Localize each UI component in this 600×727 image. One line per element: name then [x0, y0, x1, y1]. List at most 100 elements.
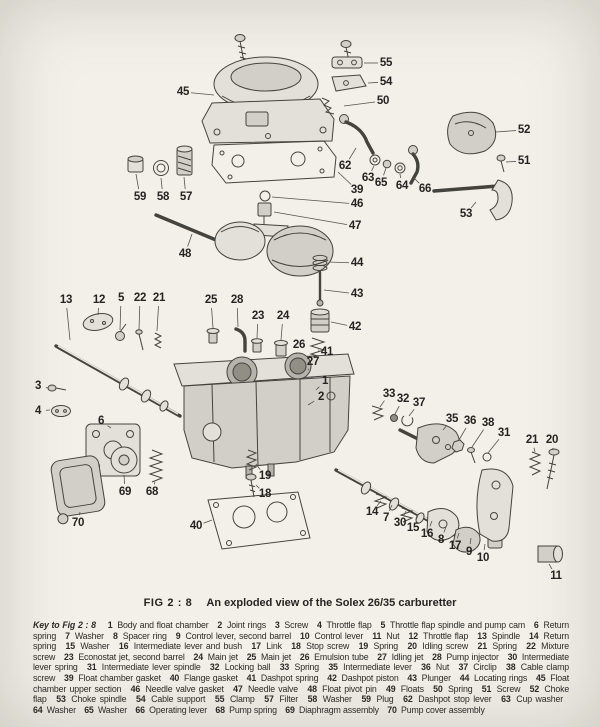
callout-number: 43 — [350, 288, 364, 300]
key-entry: 51 Screw — [481, 683, 521, 694]
intermediate-lever-cluster — [371, 405, 492, 464]
key-entry: 65 Washer — [84, 704, 128, 715]
callout-number: 68 — [145, 486, 159, 498]
choke-spindle-group — [432, 179, 513, 221]
key-entry: 48 Float pivot pin — [307, 683, 377, 694]
key-entry: 49 Floats — [385, 683, 424, 694]
callout-number: 8 — [437, 534, 445, 546]
key-entry: 5 Throttle flap spindle and pump cam — [380, 620, 526, 630]
callout-number: 7 — [382, 512, 390, 524]
key-entry: 59 Plug — [361, 694, 394, 705]
figure-number: FIG 2 : 8 — [143, 597, 193, 609]
key-entry: 8 Spacer ring — [112, 630, 167, 641]
callout-number: 40 — [189, 520, 203, 532]
key-entry: 52 Choke flap — [33, 683, 570, 705]
parts-key: Key to Fig 2 : 8 1 Body and float chambe… — [33, 620, 569, 715]
pump-cover-group — [50, 423, 164, 525]
float-chamber-gasket — [211, 140, 337, 184]
callout-number: 14 — [365, 506, 379, 518]
callout-number: 41 — [320, 346, 334, 358]
key-entry: 9 Control lever, second barrel — [175, 630, 292, 641]
carburetter-body — [173, 352, 355, 479]
stop-screw-group — [245, 449, 258, 498]
figure-title: An exploded view of the Solex 26/35 carb… — [206, 597, 457, 609]
callout-number: 32 — [396, 393, 410, 405]
callout-number: 55 — [379, 57, 393, 69]
callout-number: 30 — [393, 517, 407, 529]
callout-number: 36 — [463, 415, 477, 427]
key-entry: 57 Filter — [264, 694, 299, 705]
key-entry: 16 Intermediate lever and bush — [118, 641, 243, 652]
callout-number: 19 — [258, 470, 272, 482]
idling-adjustment-group — [476, 448, 563, 563]
key-entry: 44 Locating rings — [459, 672, 528, 683]
key-entries: 1 Body and float chamber 2 Joint rings 3… — [33, 620, 569, 715]
callout-number: 45 — [176, 86, 190, 98]
key-entry: 53 Choke spindle — [56, 694, 127, 705]
callout-number: 70 — [71, 517, 85, 529]
key-entry: 18 Stop screw — [291, 641, 350, 652]
key-entry: 15 Washer — [65, 641, 110, 652]
callout-number: 3 — [34, 380, 42, 392]
callout-number: 10 — [476, 552, 490, 564]
callout-number: 26 — [292, 339, 306, 351]
key-entry: 38 Cable clamp screw — [33, 662, 569, 683]
key-entry: 10 Control lever — [300, 630, 364, 641]
callout-number: 31 — [497, 427, 511, 439]
filter-plug-washer — [127, 145, 193, 176]
callout-number: 4 — [34, 405, 42, 417]
callout-number: 51 — [517, 155, 531, 167]
key-entry: 43 Plunger — [407, 672, 451, 683]
dashpot-stop-lever-parts — [339, 114, 420, 185]
callout-number: 21 — [152, 292, 166, 304]
key-entry: 23 Econostat jet, second barrel — [64, 651, 185, 662]
callout-number: 13 — [59, 294, 73, 306]
callout-number: 47 — [348, 220, 362, 232]
callout-number: 24 — [276, 310, 290, 322]
key-entry: 55 Clamp — [214, 694, 255, 705]
flange-gasket — [207, 491, 311, 550]
callout-number: 58 — [156, 191, 170, 203]
leader-lines — [45, 62, 554, 570]
callout-number: 1 — [321, 375, 329, 387]
callout-number: 57 — [179, 191, 193, 203]
key-entry: 47 Needle valve — [233, 683, 299, 694]
callout-number: 65 — [374, 177, 388, 189]
callout-number: 35 — [445, 413, 459, 425]
key-entry: 20 Idling screw — [407, 641, 469, 652]
callout-number: 2 — [317, 391, 325, 403]
key-entry: 66 Operating lever — [135, 704, 208, 715]
callout-number: 33 — [382, 388, 396, 400]
key-entry: 31 Intermediate lever spindle — [86, 662, 201, 673]
callout-number: 5 — [117, 292, 125, 304]
key-entry: 14 Return spring — [33, 630, 570, 652]
callout-number: 64 — [395, 180, 409, 192]
key-entry: 27 Idling jet — [377, 651, 424, 662]
callout-number: 6 — [97, 415, 105, 427]
figure-caption: FIG 2 : 8 An exploded view of the Solex 2… — [0, 597, 600, 609]
key-entry: 68 Pump spring — [215, 704, 277, 715]
key-entry: 28 Pump injector — [432, 651, 499, 662]
key-entry: 46 Needle valve gasket — [130, 683, 224, 694]
clamp-and-cable-support — [321, 56, 367, 115]
callout-number: 15 — [406, 522, 420, 534]
callout-number: 25 — [204, 294, 218, 306]
key-entry: 35 Intermediate lever — [328, 662, 412, 673]
key-entry: 26 Emulsion tube — [299, 651, 369, 662]
key-entry: 40 Flange gasket — [169, 672, 238, 683]
key-entry: 32 Locking ball — [209, 662, 271, 673]
callout-number: 62 — [338, 160, 352, 172]
callout-number: 9 — [465, 546, 473, 558]
key-entry: 36 Nut — [421, 662, 450, 673]
callout-number: 11 — [550, 570, 562, 582]
callout-number: 46 — [350, 198, 364, 210]
choke-flap-group — [447, 111, 506, 173]
callout-number: 21 — [525, 434, 539, 446]
key-entry: 30 Intermediate lever spring — [33, 651, 569, 673]
key-entry: 11 Nut — [372, 630, 400, 641]
key-entry: 7 Washer — [65, 630, 104, 641]
callout-number: 48 — [178, 248, 192, 260]
float-chamber-upper-section — [201, 56, 335, 144]
key-entry: 58 Washer — [307, 694, 352, 705]
